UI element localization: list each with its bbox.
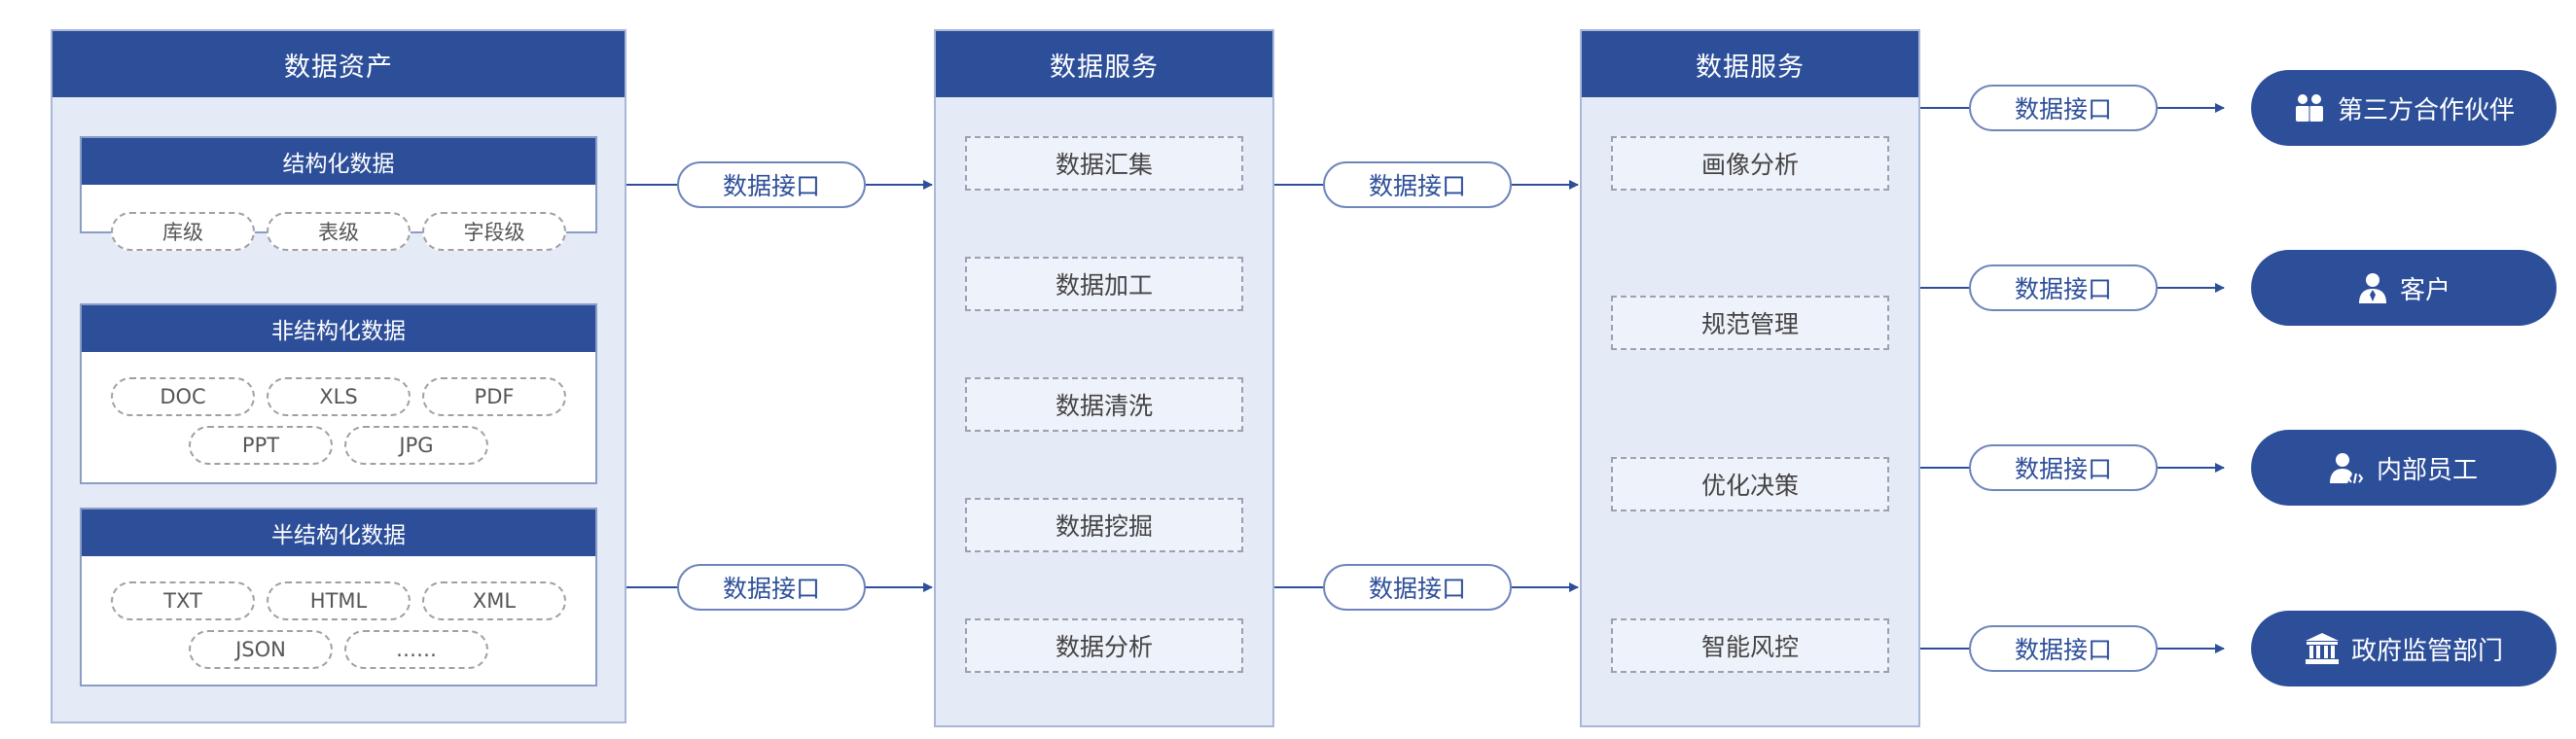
tag-pdf: PDF [422,377,566,416]
tag-library-level: 库级 [111,212,255,251]
target-customer: 客户 [2251,250,2557,326]
partners-icon [2295,94,2323,122]
tag-ppt: PPT [189,426,333,465]
tag-field-level: 字段级 [422,212,566,251]
interface-label: 数据接口 [1323,161,1512,208]
interface-label: 数据接口 [1969,85,2158,131]
data-service-panel-2: 数据服务 画像分析 规范管理 优化决策 智能风控 [1580,29,1920,727]
tag-jpg: JPG [344,426,488,465]
structured-data-group: 结构化数据 库级 表级 字段级 [80,136,597,251]
semi-structured-data-title: 半结构化数据 [82,510,595,556]
tag-html: HTML [267,581,411,620]
target-employee-label: 内部员工 [2376,455,2478,485]
target-partners-label: 第三方合作伙伴 [2337,95,2515,125]
data-assets-title: 数据资产 [53,31,625,97]
structured-data-title: 结构化数据 [82,138,595,185]
target-customer-label: 客户 [2399,275,2451,305]
service-data-collection: 数据汇集 [965,136,1243,191]
unstructured-data-title: 非结构化数据 [82,305,595,352]
government-icon [2305,633,2339,664]
service-data-processing: 数据加工 [965,257,1243,311]
tag-xls: XLS [267,377,411,416]
tag-xml: XML [422,581,566,620]
target-employee: 内部员工 [2251,430,2557,506]
semi-structured-data-group: 半结构化数据 TXT HTML XML JSON …… [80,508,597,686]
service-standard-management: 规范管理 [1611,296,1889,350]
tag-txt: TXT [111,581,255,620]
target-partners: 第三方合作伙伴 [2251,70,2557,146]
interface-label: 数据接口 [677,161,866,208]
tag-json: JSON [189,630,333,669]
data-service-2-title: 数据服务 [1582,31,1918,97]
interface-label: 数据接口 [1969,264,2158,311]
employee-icon [2329,453,2364,484]
data-assets-panel: 数据资产 结构化数据 库级 表级 字段级 非结构化数据 DOC XLS PDF … [51,29,626,723]
service-optimized-decision: 优化决策 [1611,457,1889,511]
target-government: 政府监管部门 [2251,611,2557,686]
unstructured-data-group: 非结构化数据 DOC XLS PDF PPT JPG [80,303,597,484]
interface-label: 数据接口 [1969,625,2158,672]
service-smart-risk-control: 智能风控 [1611,618,1889,673]
tag-table-level: 表级 [267,212,411,251]
service-data-cleaning: 数据清洗 [965,377,1243,432]
interface-label: 数据接口 [1323,564,1512,611]
data-service-1-title: 数据服务 [936,31,1272,97]
tag-doc: DOC [111,377,255,416]
service-profile-analysis: 画像分析 [1611,136,1889,191]
data-service-panel-1: 数据服务 数据汇集 数据加工 数据清洗 数据挖掘 数据分析 [934,29,1274,727]
target-government-label: 政府监管部门 [2350,636,2503,666]
service-data-analysis: 数据分析 [965,618,1243,673]
tag-ellipsis: …… [344,630,488,669]
interface-label: 数据接口 [1969,444,2158,491]
customer-icon [2358,273,2386,303]
interface-label: 数据接口 [677,564,866,611]
service-data-mining: 数据挖掘 [965,498,1243,552]
